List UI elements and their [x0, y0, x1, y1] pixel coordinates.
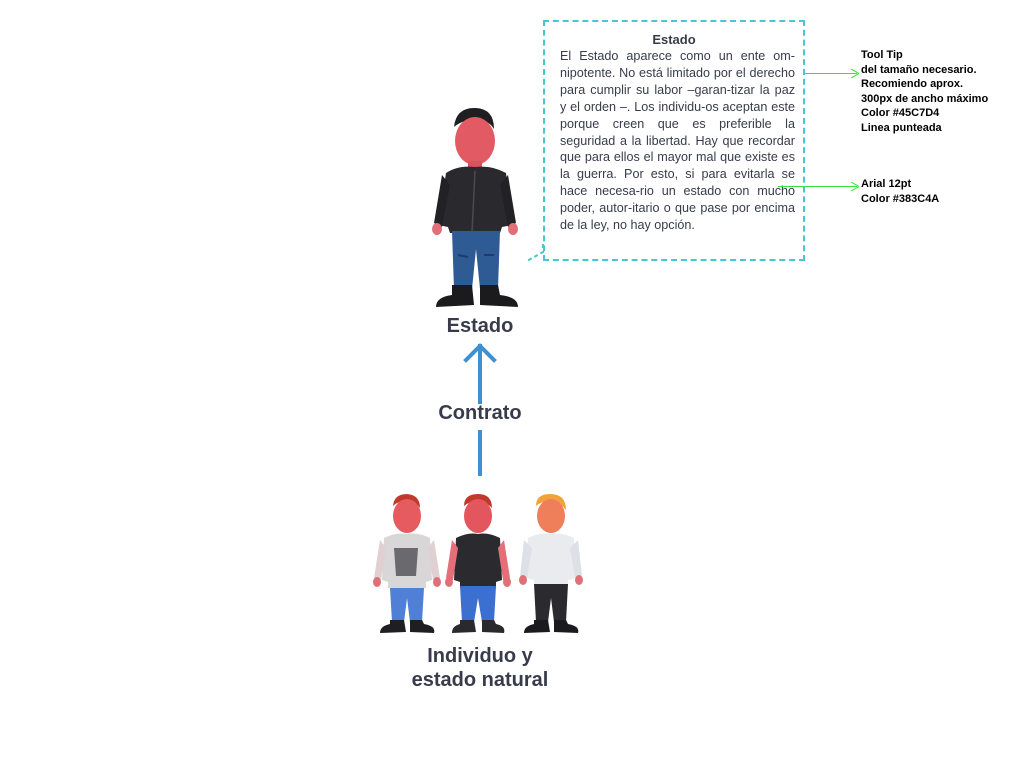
contract-label: Contrato: [438, 402, 522, 424]
individual-3: [519, 494, 583, 633]
font-note-pointer: [778, 186, 857, 187]
font-note-arrowhead: [851, 182, 859, 191]
tooltip-note: Tool Tip del tamaño necesario. Recomiend…: [861, 49, 989, 134]
individual-2: [445, 494, 511, 633]
tooltip-body: El Estado aparece como un ente om-nipote…: [560, 49, 795, 233]
individuals-label-line1: Individuo y: [427, 645, 533, 667]
individuals-label-line2: estado natural: [411, 669, 549, 691]
tooltip-note-arrowhead: [851, 69, 859, 78]
state-figure-illustration: [432, 107, 518, 307]
tooltip-note-pointer: [805, 73, 857, 74]
contract-arrow: [463, 343, 497, 476]
tooltip-tail: [526, 244, 544, 262]
state-label: Estado: [446, 315, 514, 337]
tooltip-box: Estado El Estado aparece como un ente om…: [543, 20, 805, 261]
individuals-illustration: [373, 494, 583, 633]
tooltip-title: Estado: [652, 32, 696, 47]
individual-1: [373, 494, 441, 633]
font-note: Arial 12pt Color #383C4A: [861, 178, 940, 205]
